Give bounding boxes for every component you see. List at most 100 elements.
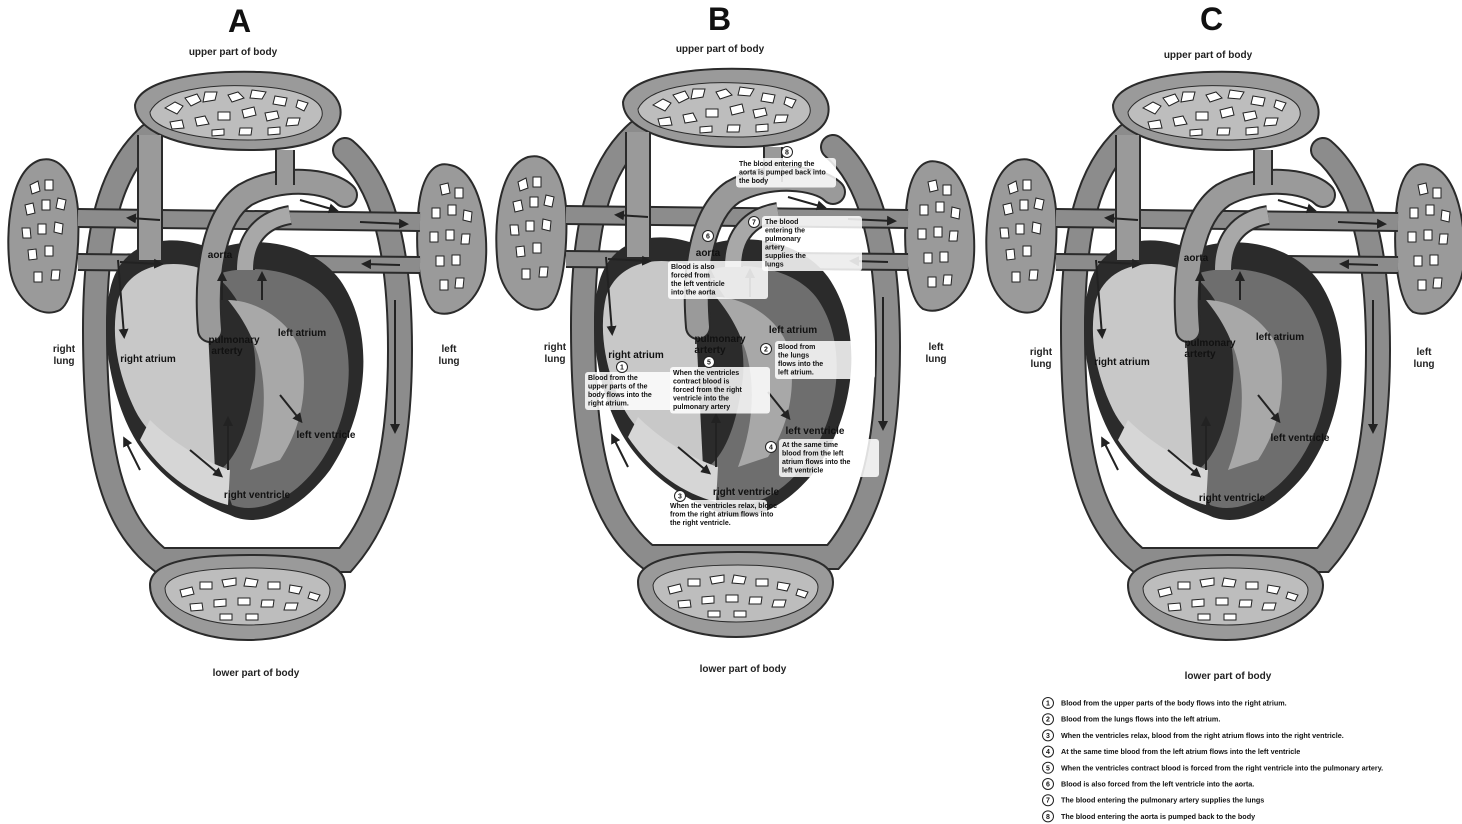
- pulmonary-artery-label-line1: pulmonary: [694, 334, 746, 345]
- legend-item: 6 Blood is also forced from the left vent…: [1043, 779, 1255, 790]
- step-text-line: lungs: [765, 262, 784, 269]
- step-text-line: contract blood is: [673, 379, 730, 386]
- panel-a: A upper part of body lower part of body …: [8, 3, 486, 679]
- legend-text: When the ventricles relax, blood from th…: [1061, 731, 1344, 740]
- right-atrium-label: right atrium: [1094, 357, 1150, 368]
- step-text-line: Blood from the: [588, 375, 638, 382]
- aorta-label: aorta: [696, 248, 721, 259]
- upper-body-label: upper part of body: [676, 44, 765, 55]
- step-text-line: left atrium.: [778, 370, 814, 377]
- legend-item: 3 When the ventricles relax, blood from t…: [1043, 730, 1344, 741]
- step-text-line: Blood is also: [671, 264, 715, 271]
- right-lung-label-line1: right: [544, 342, 567, 353]
- step-text-line: supplies the: [765, 253, 806, 260]
- panel-c-figure: [986, 72, 1462, 640]
- step-text-line: the left ventricle: [671, 281, 725, 288]
- left-ventricle-label: left ventricle: [1271, 433, 1330, 444]
- legend-text: Blood from the lungs flows into the left…: [1061, 715, 1220, 724]
- step-text-line: from the right atrium flows into: [670, 512, 773, 519]
- right-atrium-label: right atrium: [120, 354, 176, 365]
- pulmonary-artery-label-line2: arterty: [694, 345, 726, 356]
- step-text-line: The blood entering the: [739, 161, 815, 168]
- pulmonary-artery-label-line2: arterty: [211, 346, 243, 357]
- legend-text: At the same time blood from the left atr…: [1061, 747, 1300, 756]
- step-text-line: artery: [765, 245, 785, 252]
- step-number: 8: [785, 150, 789, 157]
- aorta-label: aorta: [208, 250, 233, 261]
- step-text-line: forced from the right: [673, 387, 743, 394]
- step-text-line: aorta is pumped back into: [739, 170, 826, 177]
- step-text-line: into the aorta: [671, 290, 715, 297]
- step-text-line: The blood: [765, 219, 798, 226]
- pulmonary-artery-label-line1: pulmonary: [208, 335, 260, 346]
- legend-text: The blood entering the pulmonary artery …: [1061, 796, 1264, 805]
- legend-item: 7 The blood entering the pulmonary artery…: [1043, 795, 1265, 806]
- left-lung-label-line2: lung: [1413, 359, 1434, 370]
- legend-number: 5: [1046, 765, 1050, 772]
- step-number: 7: [752, 220, 756, 227]
- step-text-line: When the ventricles: [673, 370, 739, 377]
- right-lung-label-line1: right: [53, 344, 76, 355]
- panel-letter: A: [228, 3, 251, 39]
- panel-letter: B: [708, 1, 731, 37]
- step-text-line: blood from the left: [782, 451, 844, 458]
- left-ventricle-label: left ventricle: [786, 426, 845, 437]
- legend-number: 3: [1046, 733, 1050, 740]
- legend-text: When the ventricles contract blood is fo…: [1061, 763, 1383, 772]
- legend-number: 4: [1046, 749, 1050, 756]
- step-text-line: the right ventricle.: [670, 520, 731, 527]
- step-text-line: ventricle into the: [673, 396, 729, 403]
- step-number: 4: [769, 445, 773, 452]
- step-text-line: left ventricle: [782, 468, 823, 475]
- right-ventricle-label: right ventricle: [713, 487, 780, 498]
- left-atrium-label: left atrium: [278, 328, 326, 339]
- legend-text: The blood entering the aorta is pumped b…: [1061, 812, 1255, 821]
- step-number: 6: [706, 234, 710, 241]
- legend-text: Blood from the upper parts of the body f…: [1061, 699, 1287, 708]
- right-lung-label-line2: lung: [544, 354, 565, 365]
- step-number: 1: [620, 365, 624, 372]
- step-text-line: When the ventricles relax, blooc: [670, 503, 777, 510]
- legend-item: 1 Blood from the upper parts of the body …: [1043, 698, 1287, 709]
- step-text-line: body flows into the: [588, 392, 652, 399]
- step-text-line: forced from: [671, 273, 710, 280]
- legend-item: 4 At the same time blood from the left at…: [1043, 746, 1301, 757]
- left-lung-label-line1: left: [1417, 347, 1433, 358]
- step-text-line: the body: [739, 178, 768, 185]
- right-lung-label-line1: right: [1030, 347, 1053, 358]
- panel-c: C upper part of body lower part of body …: [986, 1, 1462, 822]
- step-text-line: Blood from: [778, 344, 815, 351]
- upper-body-label: upper part of body: [189, 47, 278, 58]
- left-ventricle-label: left ventricle: [297, 430, 356, 441]
- step-text-line: the lungs: [778, 353, 809, 360]
- step-text-line: atrium flows into the: [782, 459, 851, 466]
- legend-number: 6: [1046, 782, 1050, 789]
- left-lung-label-line2: lung: [438, 356, 459, 367]
- panel-b: B upper part of body lower part of body …: [496, 1, 974, 675]
- step-text-line: pulmonary artery: [673, 404, 730, 411]
- right-ventricle-label: right ventricle: [1199, 493, 1266, 504]
- legend-number: 8: [1046, 814, 1050, 821]
- legend-number: 1: [1046, 701, 1050, 708]
- step-number: 5: [707, 360, 711, 367]
- step-annotation: 4At the same timeblood from the leftatri…: [766, 439, 880, 477]
- legend-text: Blood is also forced from the left ventr…: [1061, 780, 1254, 789]
- left-atrium-label: left atrium: [1256, 332, 1304, 343]
- right-lung-label-line2: lung: [1030, 359, 1051, 370]
- left-lung-label-line1: left: [442, 344, 458, 355]
- right-lung-label-line2: lung: [53, 356, 74, 367]
- panel-letter: C: [1200, 1, 1223, 37]
- left-lung-label-line1: left: [929, 342, 945, 353]
- step-number: 2: [764, 347, 768, 354]
- legend-item: 5 When the ventricles contract blood is f…: [1043, 762, 1384, 773]
- lower-body-label: lower part of body: [213, 668, 300, 679]
- legend-number: 7: [1046, 798, 1050, 805]
- step-text-line: right atrium.: [588, 401, 629, 408]
- step-text-line: flows into the: [778, 361, 823, 368]
- step-annotation: 2 Blood from the lungsflows into the left a…: [761, 341, 876, 379]
- step-text-line: pulmonary: [765, 236, 801, 243]
